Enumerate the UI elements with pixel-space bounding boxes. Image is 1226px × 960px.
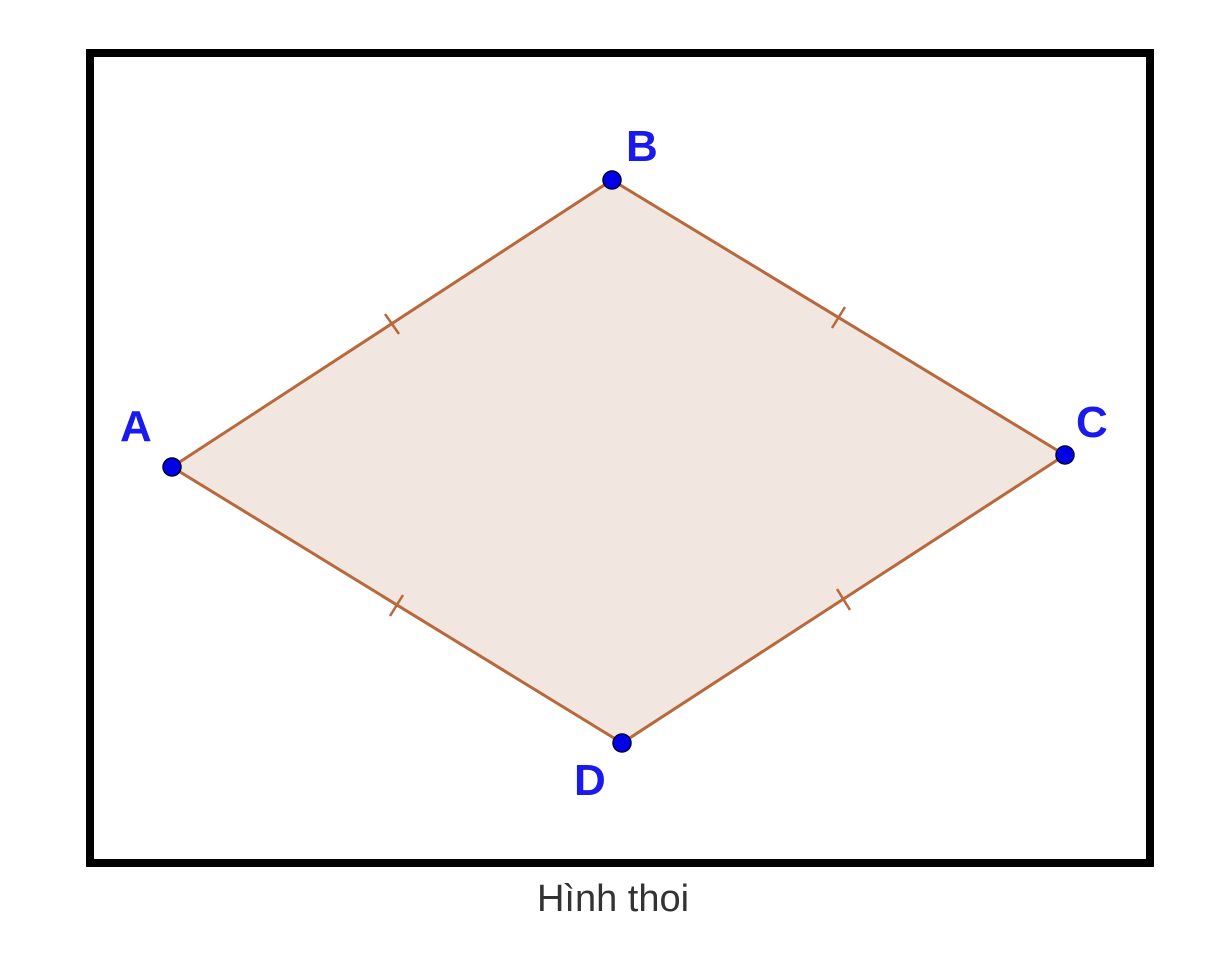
- vertex-label-c: C: [1076, 398, 1108, 447]
- tick-mark-bc: [830, 306, 847, 329]
- figure-caption: Hình thoi: [536, 878, 690, 920]
- vertex-label-a: A: [120, 402, 152, 451]
- vertex-point-d: [612, 733, 632, 753]
- tick-mark-ab: [383, 313, 401, 335]
- tick-mark-cd: [835, 588, 852, 611]
- vertex-point-b: [602, 170, 622, 190]
- vertex-label-d: D: [574, 756, 606, 805]
- vertex-point-a: [162, 457, 182, 477]
- vertex-label-b: B: [626, 122, 658, 171]
- tick-mark-da: [388, 594, 405, 617]
- vertex-point-c: [1055, 445, 1075, 465]
- rhombus-fill: [172, 180, 1065, 743]
